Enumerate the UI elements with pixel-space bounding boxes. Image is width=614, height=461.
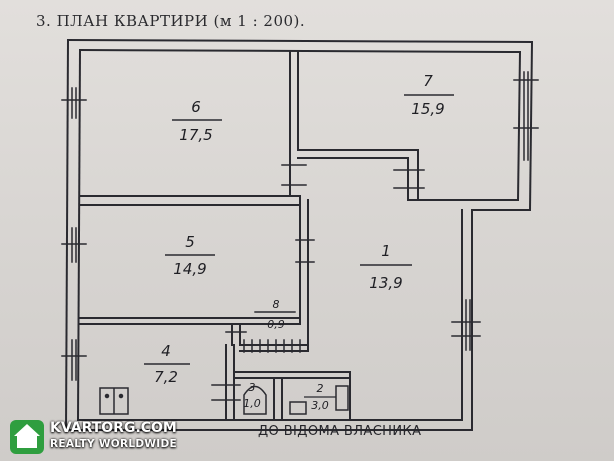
room-2-number: 2 — [317, 382, 324, 395]
room-2-area: 3,0 — [311, 399, 329, 412]
room-3-area: 1,0 — [243, 397, 261, 410]
room-4-area: 7,2 — [154, 368, 178, 386]
plan-title: 3. ПЛАН КВАРТИРИ (м 1 : 200). — [36, 12, 306, 30]
watermark-logo: KVARTORG.COM REALTY WORLDWIDE — [8, 418, 188, 458]
watermark-tagline: REALTY WORLDWIDE — [50, 438, 177, 450]
owner-note: ДО ВІДОМА ВЛАСНИКА — [258, 424, 422, 439]
fixtures — [99, 385, 349, 415]
room-4-number: 4 — [161, 342, 171, 360]
room-6-area: 17,5 — [179, 126, 212, 144]
room-5-number: 5 — [185, 233, 195, 251]
room-1-area: 13,9 — [369, 274, 402, 292]
sink-fixture — [289, 401, 307, 415]
room-6-number: 6 — [191, 98, 201, 116]
room-3-number: 3 — [249, 381, 256, 394]
watermark-name: KVARTORG.COM — [50, 420, 177, 436]
outer-walls — [64, 38, 534, 432]
room-7-area: 15,9 — [411, 100, 444, 118]
room-8-number: 8 — [273, 298, 280, 311]
door-marks — [211, 164, 425, 401]
room-8-area: 0,9 — [267, 318, 285, 331]
room-7-number: 7 — [423, 72, 433, 90]
house-icon — [10, 420, 44, 454]
bath-fixture — [335, 385, 349, 411]
room-labels: 6 17,5 7 15,9 5 14,9 1 13,9 8 0,9 4 7,2 … — [144, 72, 454, 412]
window-marks — [61, 71, 539, 381]
room-5-area: 14,9 — [173, 260, 206, 278]
interior-walls — [79, 51, 419, 421]
room-1-number: 1 — [381, 242, 391, 260]
toilet-fixture — [243, 385, 267, 415]
